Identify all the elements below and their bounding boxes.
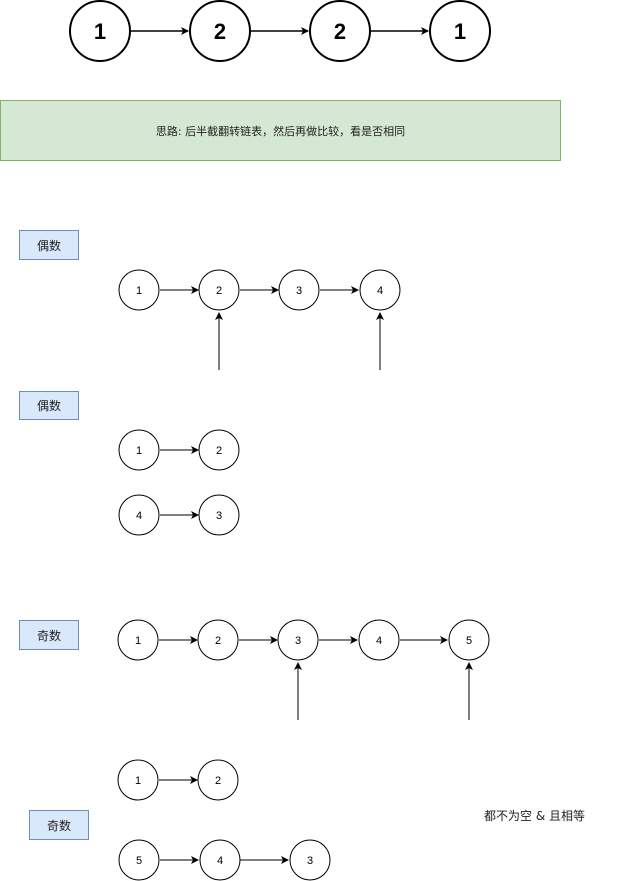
odd-node-1-value: 1 — [135, 635, 141, 647]
even-half2-node-2: 3 — [198, 494, 240, 536]
even-half1-node-2: 2 — [198, 429, 240, 471]
odd-node-2-value: 2 — [215, 635, 221, 647]
even-half2-node-2-value: 3 — [216, 510, 222, 522]
even-node-3-value: 3 — [296, 285, 302, 297]
even-half1-node-1-value: 1 — [136, 445, 142, 457]
odd-node-4: 4 — [358, 619, 400, 661]
even-half2-node-1: 4 — [118, 494, 160, 536]
odd-half2-node-2: 4 — [199, 839, 241, 881]
even-node-1-value: 1 — [136, 285, 142, 297]
approach-note: 思路: 后半截翻转链表，然后再做比较，看是否相同 — [0, 100, 561, 161]
top-node-4-value: 1 — [454, 19, 466, 44]
top-linked-list: 1 2 2 1 — [69, 0, 491, 62]
odd-half2-node-2-value: 4 — [217, 855, 223, 867]
odd-node-5-value: 5 — [466, 635, 472, 647]
top-node-3-value: 2 — [334, 19, 346, 44]
odd-node-3: 3 — [277, 619, 319, 661]
top-node-4: 1 — [429, 0, 491, 62]
odd-half1-node-2: 2 — [197, 759, 239, 801]
even-label-2: 偶数 — [19, 391, 79, 420]
even-half1-node-2-value: 2 — [216, 445, 222, 457]
even-node-2-value: 2 — [216, 285, 222, 297]
odd-half2-node-1-value: 5 — [136, 855, 142, 867]
odd-second-half-reversed: 5 4 3 — [118, 839, 331, 881]
odd-half1-node-2-value: 2 — [215, 775, 221, 787]
odd-label-2: 奇数 — [29, 810, 89, 840]
even-node-3: 3 — [278, 269, 320, 311]
odd-half1-node-1: 1 — [117, 759, 159, 801]
even-half2-node-1-value: 4 — [136, 510, 142, 522]
even-half1-node-1: 1 — [118, 429, 160, 471]
even-linked-list: 1 2 3 4 — [118, 269, 401, 370]
odd-first-half: 1 2 — [117, 759, 239, 801]
top-node-2: 2 — [189, 0, 251, 62]
odd-label-1: 奇数 — [19, 620, 79, 650]
odd-half2-node-1: 5 — [118, 839, 160, 881]
odd-half2-node-3-value: 3 — [307, 855, 313, 867]
condition-text: 都不为空 & 且相等 — [484, 809, 585, 823]
top-node-2-value: 2 — [214, 19, 226, 44]
odd-node-1: 1 — [117, 619, 159, 661]
odd-node-2: 2 — [197, 619, 239, 661]
top-node-1: 1 — [69, 0, 131, 62]
odd-node-3-value: 3 — [295, 635, 301, 647]
odd-node-5: 5 — [448, 619, 490, 661]
top-node-3: 2 — [309, 0, 371, 62]
even-label-1: 偶数 — [19, 230, 79, 260]
even-second-half-reversed: 4 3 — [118, 494, 240, 536]
even-node-4-value: 4 — [377, 285, 383, 297]
top-node-1-value: 1 — [94, 19, 106, 44]
even-first-half: 1 2 — [118, 429, 240, 471]
odd-half2-node-3: 3 — [289, 839, 331, 881]
even-node-1: 1 — [118, 269, 160, 311]
even-node-2: 2 — [198, 269, 240, 311]
odd-node-4-value: 4 — [376, 635, 382, 647]
odd-linked-list: 1 2 3 4 5 — [117, 619, 490, 720]
odd-half1-node-1-value: 1 — [135, 775, 141, 787]
even-node-4: 4 — [359, 269, 401, 311]
